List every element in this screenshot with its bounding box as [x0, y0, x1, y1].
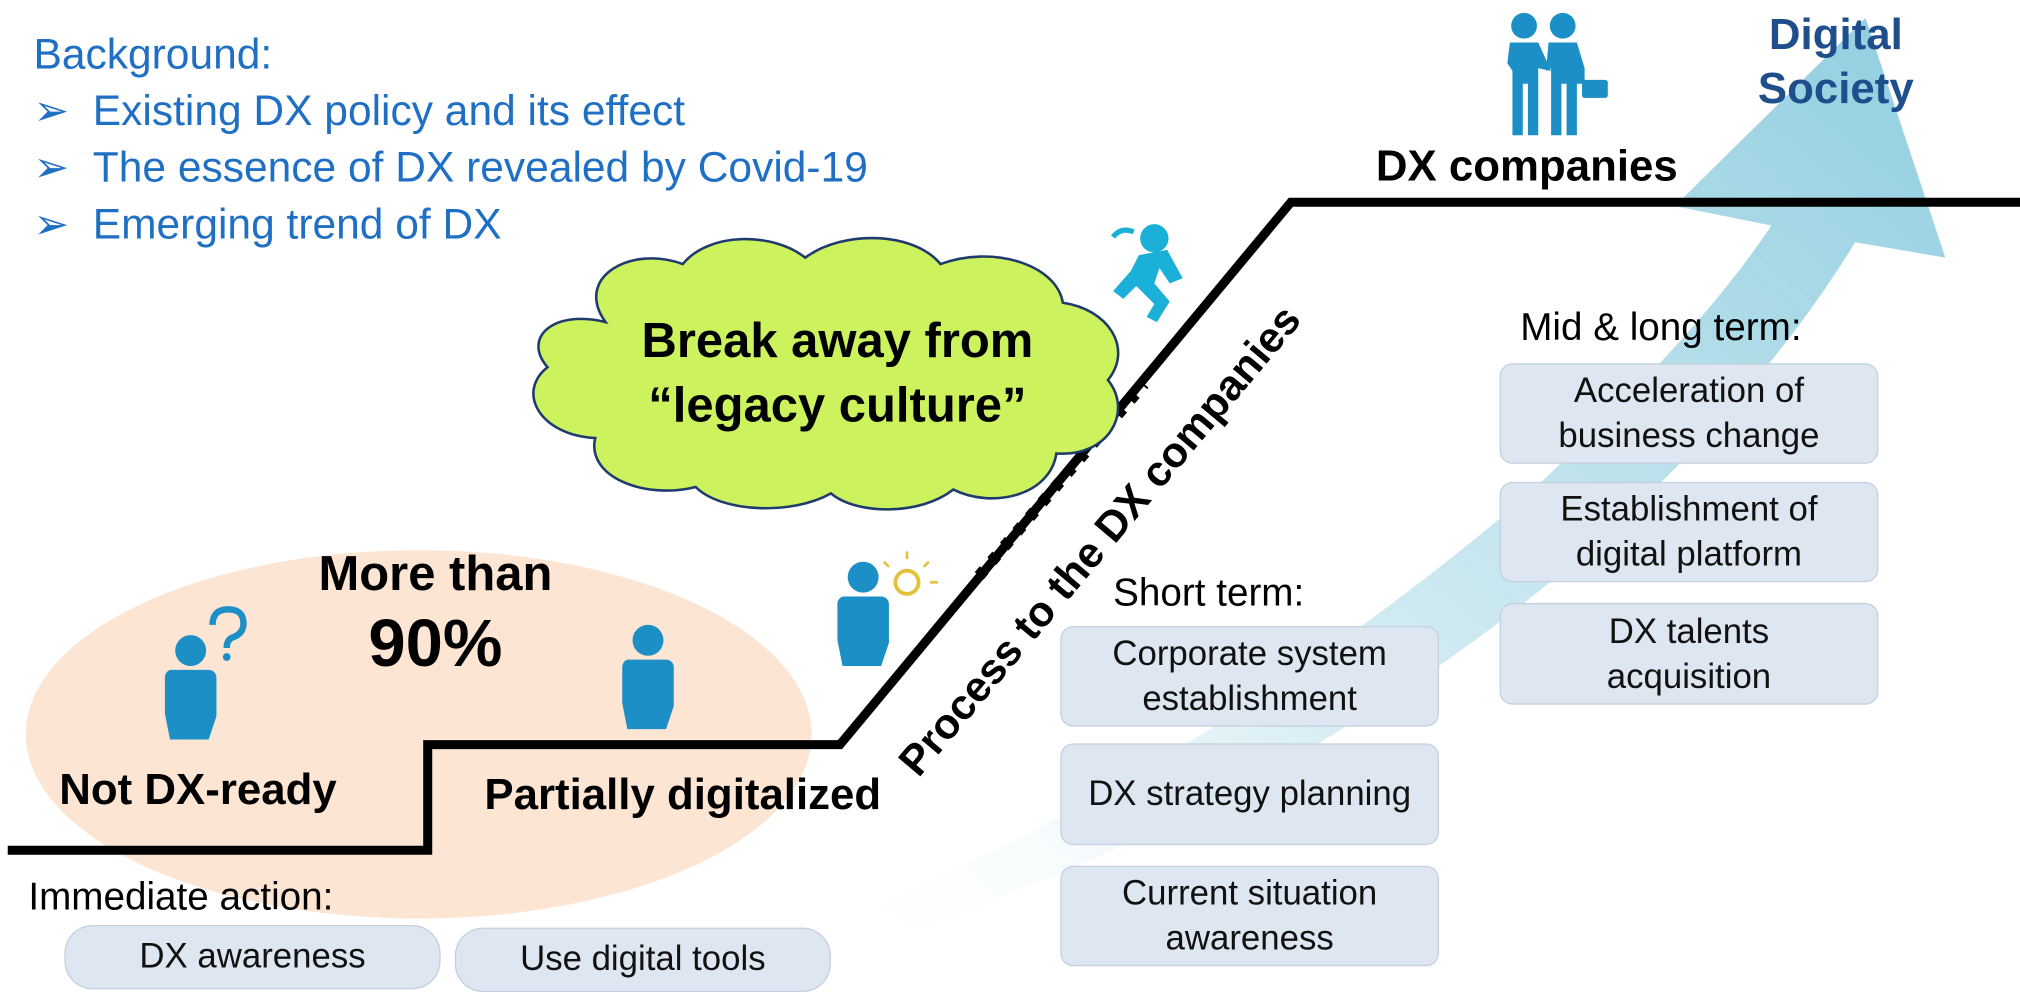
digital-society-line-2: Society: [1757, 64, 1914, 114]
legacy-cloud: [532, 236, 1120, 511]
mid-long-term-item: DX talents acquisition: [1499, 602, 1879, 705]
stage-dx-companies: DX companies: [1375, 141, 1678, 191]
item-line: DX talents: [1608, 611, 1770, 650]
item-line: Corporate system: [1112, 633, 1387, 673]
bullet-text: Existing DX policy and its effect: [92, 86, 686, 134]
arrow-bullet-icon: ➢: [33, 199, 70, 248]
short-term-title: Short term:: [1113, 572, 1305, 615]
cloud-line-2: “legacy culture”: [648, 378, 1027, 433]
short-term-item: Current situation awareness: [1060, 865, 1440, 967]
short-term-item: DX strategy planning: [1060, 743, 1440, 846]
stage-not-ready: Not DX-ready: [59, 765, 337, 815]
share-line-1: More than: [318, 547, 553, 602]
background-bullet: ➢ The essence of DX revealed by Covid-19: [33, 139, 867, 196]
mid-long-term-item: Establishment of digital platform: [1499, 481, 1879, 583]
stage-partially-digitalized: Partially digitalized: [484, 770, 882, 820]
bullet-text: The essence of DX revealed by Covid-19: [92, 143, 868, 191]
dotted-connector: [974, 380, 1149, 580]
item-line: establishment: [1142, 678, 1357, 718]
majority-share-label: More than 90%: [294, 546, 577, 685]
item-line: Current situation: [1122, 873, 1378, 913]
immediate-action-item: Use digital tools: [454, 927, 831, 992]
arrow-bullet-icon: ➢: [33, 143, 70, 191]
cloud-text: Break away from “legacy culture”: [606, 309, 1070, 438]
background-bullet: ➢ Emerging trend of DX: [33, 196, 501, 253]
item-line: acquisition: [1606, 656, 1772, 696]
mid-long-term-item: Acceleration of business change: [1499, 363, 1879, 464]
item-line: DX strategy planning: [1088, 774, 1412, 813]
staircase-line: [7, 197, 2020, 855]
background-title: Background:: [33, 29, 273, 78]
item-line: Acceleration of: [1573, 371, 1805, 410]
digital-society-label: Digital Society: [1726, 8, 1945, 116]
short-term-item: Corporate system establishment: [1060, 626, 1440, 727]
growth-arrow: [811, 18, 1946, 954]
mid-long-term-title: Mid & long term:: [1520, 306, 1802, 350]
cloud-line-1: Break away from: [641, 314, 1034, 369]
immediate-action-item: DX awareness: [64, 924, 441, 990]
digital-society-line-1: Digital: [1768, 10, 1903, 60]
item-line: awareness: [1165, 918, 1334, 958]
immediate-action-title: Immediate action:: [28, 876, 334, 919]
bullet-text: Emerging trend of DX: [92, 199, 502, 248]
arrow-bullet-icon: ➢: [33, 86, 70, 134]
item-line: business change: [1558, 416, 1820, 455]
item-line: digital platform: [1575, 534, 1803, 574]
item-line: Establishment of: [1560, 489, 1818, 529]
share-value: 90%: [368, 606, 503, 682]
background-bullet: ➢ Existing DX policy and its effect: [33, 82, 685, 139]
